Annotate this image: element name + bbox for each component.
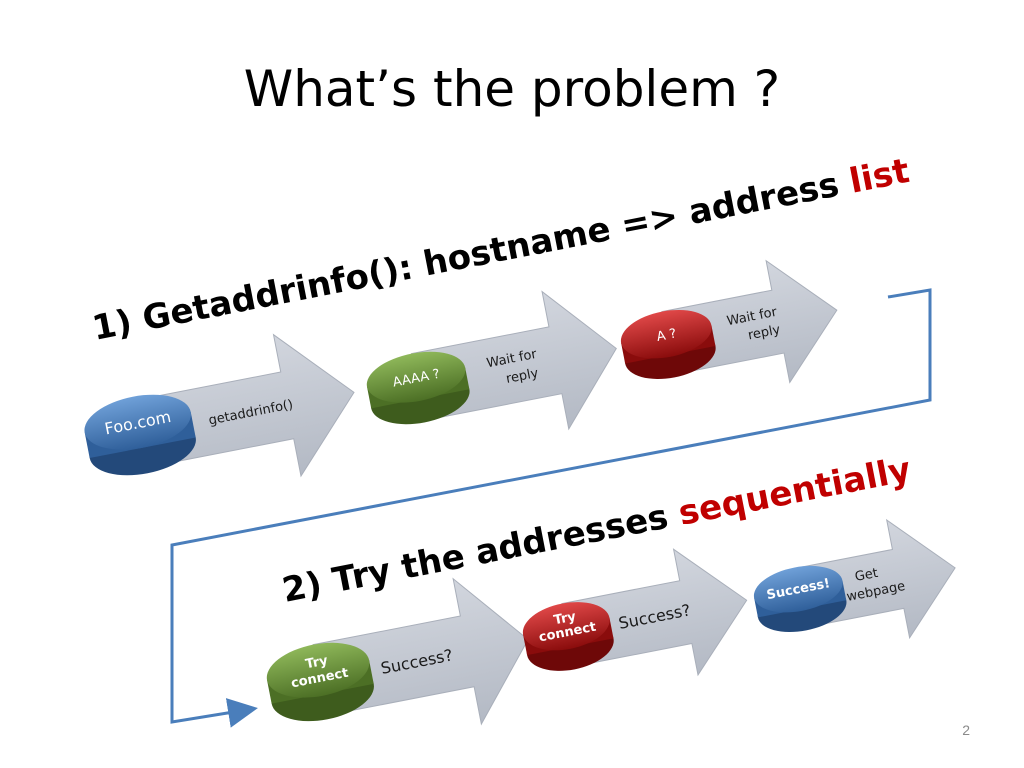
step1-disc-1: Foo.com [84, 394, 196, 476]
step2-disc-2: Try connect [522, 602, 614, 671]
step2-item-3: Get webpage Success! [753, 518, 956, 640]
step1-item-a: Wait for reply A ? [620, 259, 838, 384]
step2-disc-3: Success! [753, 565, 847, 633]
step1-disc-3-label: A ? [655, 326, 677, 345]
step2-item-1: Success? Try connect [266, 577, 529, 726]
step2-disc-2-label-line1: Try [552, 609, 577, 628]
flow-connector-line [170, 288, 932, 728]
step1-arrow-3-text-line2: reply [747, 322, 782, 343]
step2-disc-1-label-line1: Try [304, 653, 329, 672]
step1-disc-3: A ? [620, 309, 716, 380]
step1-disc-2: AAAA ? [366, 351, 470, 425]
step2-item-2: Success? Try connect [522, 548, 748, 677]
step1-item-aaaa: Wait for reply AAAA ? [366, 290, 617, 431]
step1-arrow-2-text-line2: reply [505, 366, 540, 387]
step2-disc-1: Try connect [266, 642, 374, 722]
step1-item-foo: getaddrinfo() Foo.com [84, 333, 355, 478]
slide-title: What’s the problem ? [243, 60, 781, 118]
step1-heading-emphasis: list [846, 151, 912, 202]
step2-arrow-3-text-line1: Get [854, 566, 880, 585]
page-number: 2 [962, 722, 970, 738]
step2-heading-emphasis: sequentially [675, 450, 914, 534]
